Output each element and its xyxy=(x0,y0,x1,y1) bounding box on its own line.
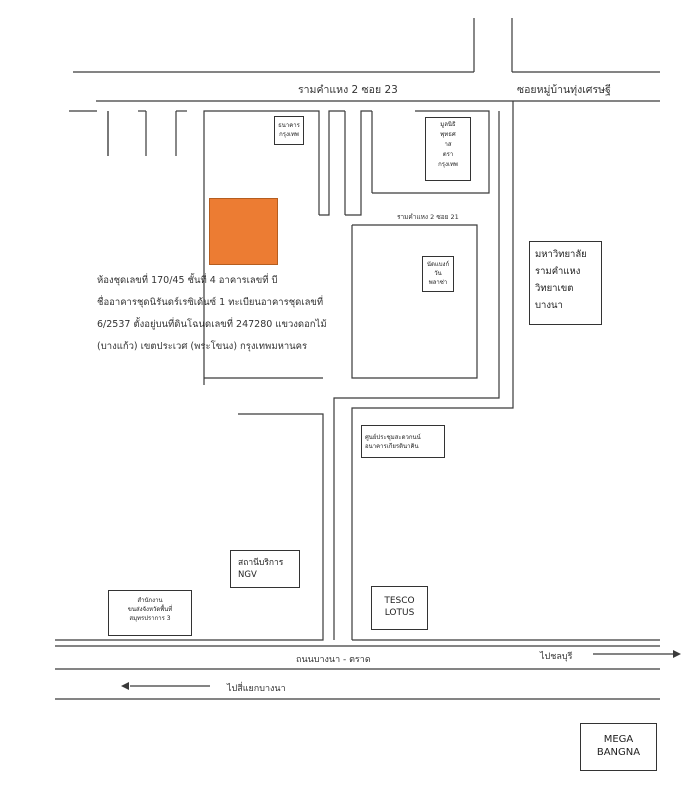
foundation-line-2: พุทธศ xyxy=(440,131,456,138)
place-mega-bangna: MEGA BANGNA xyxy=(580,723,657,771)
ngv-line-1: สถานีบริการ xyxy=(238,558,284,568)
foundation-block xyxy=(372,110,490,194)
market-line-2: วัน xyxy=(434,270,442,277)
university-line-1: มหาวิทยาลัย xyxy=(535,249,587,260)
place-exhibition-center: ศูนย์ประชุมสะดวกนน์ อนาคารเกียรตินาคิน xyxy=(361,425,445,458)
mega-line-1: MEGA xyxy=(603,734,634,745)
foundation-line-4: ตรา xyxy=(442,151,454,158)
desc-line-4: (บางแก้ว) เขตประเวศ (พระโขนง) กรุงเทพมหา… xyxy=(97,341,308,352)
office-line-1: สำนักงาน xyxy=(137,597,163,604)
right-road-inner xyxy=(333,111,500,640)
arrow-to-bangna-head xyxy=(121,682,129,690)
place-foundation: มูลนิธิ พุทธศ าส ตรา กรุงเทพ xyxy=(425,117,471,181)
desc-line-2: ชื่ออาคารชุดนิรันดร์เรซิเด้นซ์ 1 ทะเบียน… xyxy=(97,297,324,308)
tesco-line-1: TESCO xyxy=(384,596,415,606)
foundation-line-1: มูลนิธิ xyxy=(440,121,456,128)
university-line-4: บางนา xyxy=(535,300,563,311)
place-land-office: สำนักงาน ขนส่งจังหวัดพื้นที่ สมุทรปราการ… xyxy=(108,590,192,636)
exhibition-line-1: ศูนย์ประชุมสะดวกนน์ xyxy=(365,434,421,441)
road-label-soi23: รามคำแหง 2 ซอย 23 xyxy=(298,84,398,96)
bank-line-2: กรุงเทพ xyxy=(279,131,299,138)
direction-label-bangna-junction: ไปสี่แยกบางนา xyxy=(227,684,286,694)
middle-soi-left xyxy=(319,110,345,216)
target-description: ห้องชุดเลขที่ 170/45 ชั้นที่ 4 อาคารเลขท… xyxy=(97,270,347,358)
foundation-line-5: กรุงเทพ xyxy=(438,161,458,168)
bank-line-1: ธนาคาร xyxy=(278,122,300,129)
arrow-to-chonburi-head xyxy=(673,650,681,658)
lower-left-block xyxy=(55,413,324,641)
place-tesco-lotus: TESCO LOTUS xyxy=(371,586,428,630)
exhibition-line-2: อนาคารเกียรตินาคิน xyxy=(365,443,419,450)
place-ngv-station: สถานีบริการ NGV xyxy=(230,550,300,588)
foundation-line-3: าส xyxy=(444,141,452,148)
road-label-thung-setthi: ซอยหมู่บ้านทุ่งเศรษฐี xyxy=(517,84,611,96)
desc-line-3: 6/2537 ตั้งอยู่บนที่ดินโฉนดเลขที่ 247280… xyxy=(97,319,327,330)
university-line-2: รามคำแหง xyxy=(535,266,581,277)
place-market-plaza: นัดแบงก์ วัน พลาซ่า xyxy=(422,256,454,292)
market-line-1: นัดแบงก์ xyxy=(426,261,450,268)
tesco-line-2: LOTUS xyxy=(384,608,415,618)
place-bangkok-bank: ธนาคาร กรุงเทพ xyxy=(274,116,304,145)
office-line-3: สมุทรปราการ 3 xyxy=(129,615,171,622)
desc-line-1: ห้องชุดเลขที่ 170/45 ชั้นที่ 4 อาคารเลขท… xyxy=(97,275,278,286)
direction-label-chonburi: ไปชลบุรี xyxy=(540,652,573,662)
office-line-2: ขนส่งจังหวัดพื้นที่ xyxy=(127,606,173,613)
target-block-outline xyxy=(203,110,320,385)
place-ramkhamhaeng-university: มหาวิทยาลัย รามคำแหง วิทยาเขต บางนา xyxy=(529,241,602,325)
market-line-3: พลาซ่า xyxy=(428,279,448,286)
soi21-lower-block xyxy=(351,224,478,379)
university-line-3: วิทยาเขต xyxy=(535,283,574,294)
target-building xyxy=(209,198,278,265)
road-label-soi21: รามคำแหง 2 ซอย 21 xyxy=(397,213,459,221)
mega-line-2: BANGNA xyxy=(596,747,641,758)
road-label-bangna-trat: ถนนบางนา - ตราด xyxy=(296,655,371,665)
ngv-line-2: NGV xyxy=(238,570,257,580)
right-road-outer xyxy=(351,101,514,640)
soi21-block xyxy=(345,110,372,216)
